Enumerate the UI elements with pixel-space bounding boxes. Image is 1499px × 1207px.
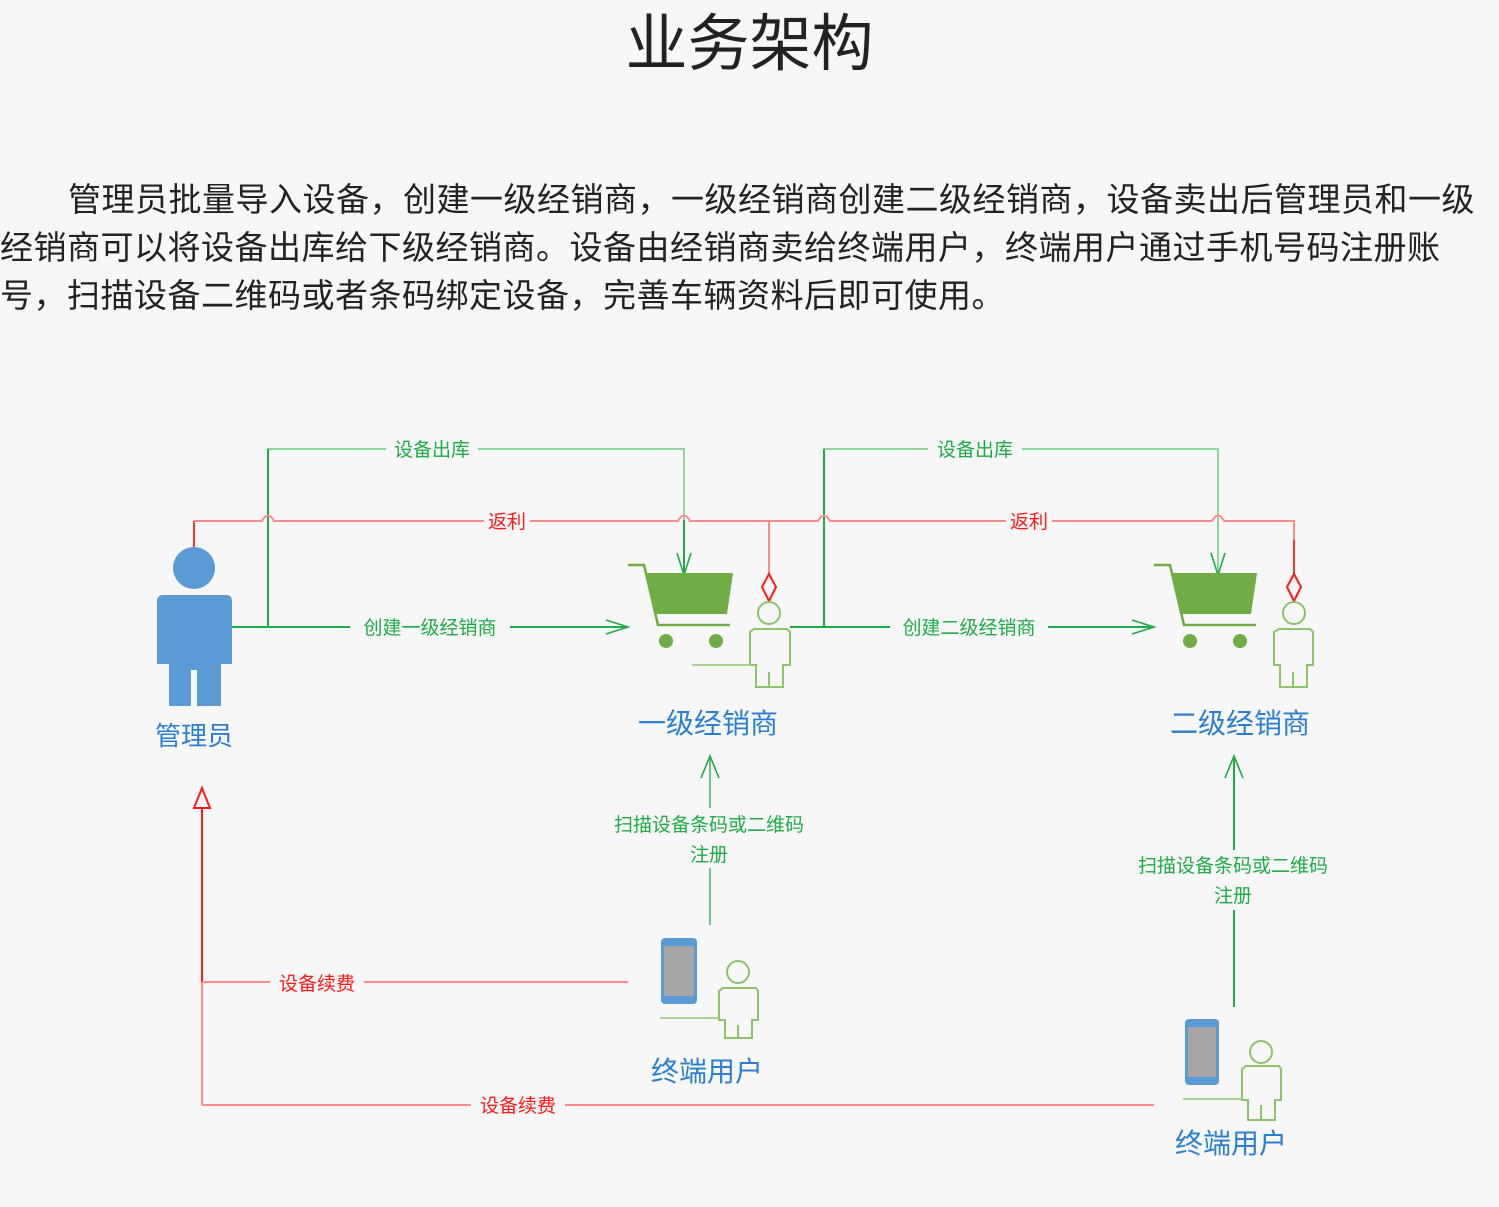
node-label-dealer2: 二级经销商 [1170, 707, 1310, 740]
node-dealer1: 一级经销商 [628, 563, 791, 740]
edge-label-scan-2-line1: 扫描设备条码或二维码 [1138, 855, 1328, 877]
edge-create-dealer2: 创建二级经销商 [790, 615, 1157, 639]
person-icon [157, 547, 232, 706]
node-dealer2: 二级经销商 [1154, 563, 1314, 740]
edge-label-scan-1-line2: 注册 [690, 844, 728, 866]
edge-label-scan-2-line2: 注册 [1214, 885, 1252, 907]
edge-scan-register-2: 扫描设备条码或二维码 注册 [1112, 753, 1356, 1007]
user-outline-icon [660, 960, 759, 1039]
edge-ship-admin-to-dealer1: 设备出库 [267, 438, 692, 627]
shopping-cart-icon [628, 563, 733, 648]
arrow-up-icon [192, 785, 212, 809]
edge-label-create-dealer2: 创建二级经销商 [902, 617, 1035, 639]
node-enduser2: 终端用户 [1175, 1019, 1287, 1160]
edge-rebate: 返利 返利 [193, 509, 1303, 604]
page-title: 业务架构 [625, 7, 874, 80]
node-enduser1: 终端用户 [651, 938, 763, 1088]
user-outline-icon [1273, 601, 1314, 688]
diamond-icon [760, 571, 778, 604]
edge-renewal: 设备续费 设备续费 [192, 785, 1154, 1117]
diamond-icon [1285, 571, 1303, 604]
edge-label-ship-1: 设备出库 [394, 439, 470, 461]
edge-label-scan-1-line1: 扫描设备条码或二维码 [614, 814, 804, 836]
mobile-phone-icon [1185, 1019, 1219, 1085]
edge-label-renewal-1: 设备续费 [279, 973, 355, 995]
node-label-enduser1: 终端用户 [651, 1055, 763, 1088]
user-outline-icon [1183, 1040, 1282, 1121]
edge-ship-dealer1-to-dealer2: 设备出库 [823, 438, 1226, 627]
shopping-cart-icon [1154, 563, 1257, 648]
edge-label-rebate-1: 返利 [488, 511, 526, 533]
node-label-enduser2: 终端用户 [1175, 1127, 1287, 1160]
node-admin: 管理员 [155, 547, 233, 752]
edge-label-rebate-2: 返利 [1010, 511, 1048, 533]
edge-create-dealer1: 创建一级经销商 [232, 615, 631, 639]
node-label-admin: 管理员 [155, 722, 233, 752]
user-outline-icon [692, 601, 791, 688]
edge-scan-register-1: 扫描设备条码或二维码 注册 [590, 753, 830, 925]
node-label-dealer1: 一级经销商 [638, 707, 778, 740]
edge-label-renewal-2: 设备续费 [480, 1095, 556, 1117]
edge-label-create-dealer1: 创建一级经销商 [363, 617, 496, 639]
page-description: 管理员批量导入设备，创建一级经销商，一级经销商创建二级经销商，设备卖出后管理员和… [0, 180, 1475, 315]
edge-label-ship-2: 设备出库 [937, 439, 1013, 461]
mobile-phone-icon [661, 938, 697, 1004]
